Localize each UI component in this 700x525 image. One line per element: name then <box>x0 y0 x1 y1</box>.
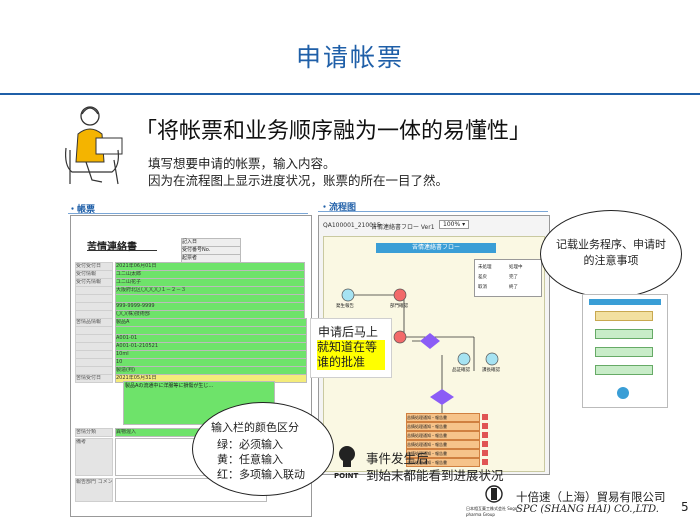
memo-preview <box>582 294 668 408</box>
color-legend-callout: 输入栏的颜色区分 绿：必须输入 黄：任意输入 红：多项输入联动 <box>192 402 334 496</box>
zoom-value: 100% <box>443 221 461 228</box>
node-label: 発生報告 <box>336 304 354 309</box>
memo-preview-box <box>595 365 653 375</box>
form-section-line <box>68 213 308 214</box>
memo-preview-box <box>595 329 653 339</box>
legend-item: 未処理 <box>478 265 492 270</box>
company-group: 日本相互薬工株式会社 Sogo pharma Group <box>466 506 518 517</box>
form-row-label: 備考 <box>75 438 113 476</box>
color-legend-green: 绿：必须输入 <box>217 438 283 451</box>
flow-section-line <box>318 211 548 212</box>
node-label: 課長確認 <box>482 368 500 373</box>
point-label: POINT <box>334 472 359 480</box>
task-box[interactable]: 苦情処理通知・報告書 <box>406 422 480 431</box>
form-row-label: 苦情分類 <box>75 428 113 437</box>
form-row-label: 苦情受付日 <box>75 374 113 383</box>
intro-line-1: 填写想要申请的帐票，输入内容。 <box>148 156 336 171</box>
memo-preview-box <box>595 347 653 357</box>
task-status-marker <box>482 459 488 465</box>
task-status-marker <box>482 414 488 420</box>
flow-diagram <box>341 288 499 437</box>
task-box[interactable]: 苦情処理通知・報告書 <box>406 449 480 458</box>
task-box[interactable]: 苦情処理通知・報告書 <box>406 431 480 440</box>
task-status-marker <box>482 450 488 456</box>
intro-line-2: 因为在流程图上显示进度状况，账票的所在一目了然。 <box>148 173 449 188</box>
task-box[interactable]: 苦情処理通知・報告書 <box>406 458 480 467</box>
stamp-table: 記入日 受付番号No. 起票者 <box>181 238 241 263</box>
stamp-row: 受付番号No. <box>181 247 241 255</box>
approval-line-1: 申请后马上 <box>318 325 379 339</box>
memo-preview-box <box>595 311 653 321</box>
page-number: 5 <box>681 500 689 514</box>
task-box[interactable]: 苦情処理通知・報告書 <box>406 413 480 422</box>
legend-item: 終了 <box>509 285 518 290</box>
complaint-content-text: 製品Aの流通中に洋服等に損傷が生じ… <box>125 383 214 389</box>
node-label: 品証確認 <box>452 368 470 373</box>
flow-header-name: 苦情連絡書フロー Ver1 <box>371 224 435 231</box>
form-row: 製造(判) <box>75 366 309 375</box>
form-row: 10ml <box>75 350 309 359</box>
form-row: 受付先情報ユニ山花子 <box>75 278 309 287</box>
memo-callout-text: 记载业务程序、申请时的注意事项 <box>556 238 666 267</box>
form-row: 999-9999-9999 <box>75 302 309 311</box>
company-logo-icon <box>485 485 503 503</box>
memo-preview-end <box>617 387 629 399</box>
company-name-cn: 十倍速（上海）貿易有限公司 <box>516 490 666 504</box>
flow-legend: 未処理 処理中 差戻 完了 取消 終了 <box>474 259 542 297</box>
form-row <box>75 326 309 335</box>
lightbulb-icon <box>339 446 355 467</box>
form-row: A001-01 <box>75 334 309 343</box>
task-status-marker <box>482 432 488 438</box>
legend-item: 差戻 <box>478 275 487 280</box>
memo-preview-header <box>589 299 661 305</box>
form-row <box>75 294 309 303</box>
flow-header-id: QA100001_210015 <box>323 222 381 229</box>
node-label: 部門確認 <box>390 304 408 309</box>
point-line-1: 事件发生后 <box>366 451 429 466</box>
stamp-row: 記入日 <box>181 238 241 247</box>
person-laptop-illustration <box>65 106 123 185</box>
main-heading: 「将帐票和业务顺序融为一体的易懂性」 <box>135 119 532 144</box>
legend-item: 処理中 <box>509 265 523 270</box>
task-status-marker <box>482 423 488 429</box>
form-row-label: 報告部門 コメント <box>75 478 113 502</box>
approval-callout: 申请后马上 就知道在等谁的批准 <box>310 318 392 378</box>
company-name-en: SPC (SHANG HAI) CO.,LTD. <box>516 504 659 515</box>
memo-callout: 记载业务程序、申请时的注意事项 <box>540 210 682 298</box>
form-row: A001-01-210521 <box>75 342 309 351</box>
legend-item: 完了 <box>509 275 518 280</box>
form-row: 受付情報ユニ山太郎 <box>75 270 309 279</box>
form-row: 大阪府北区〇〇〇〇１－２－３ <box>75 286 309 295</box>
form-row: 10 <box>75 358 309 367</box>
form-section-label: ・帳票 <box>68 205 96 215</box>
form-title-underline <box>87 250 157 251</box>
approval-highlight: 就知道在等谁的批准 <box>317 340 385 370</box>
zoom-select[interactable]: 100% ▾ <box>439 220 470 229</box>
color-legend-title: 输入栏的颜色区分 <box>211 421 299 434</box>
form-row: 苦情品情報製品A <box>75 318 309 327</box>
flow-canvas-title: 苦情連絡書フロー <box>376 243 496 253</box>
flow-section-label: ・流程图 <box>320 203 357 213</box>
color-legend-yellow: 黄：任意输入 <box>217 453 283 466</box>
point-line-2: 到始末都能看到进展状况 <box>366 468 504 483</box>
page-title: 申请帐票 <box>295 43 404 72</box>
form-row: 〇〇(株)技術部 <box>75 310 309 319</box>
title-divider <box>0 93 700 95</box>
legend-item: 取消 <box>478 285 487 290</box>
task-status-marker <box>482 441 488 447</box>
color-legend-red: 红：多项输入联动 <box>217 468 305 481</box>
task-box[interactable]: 苦情処理通知・報告書 <box>406 440 480 449</box>
form-title: 苦情連絡書 <box>87 242 137 253</box>
